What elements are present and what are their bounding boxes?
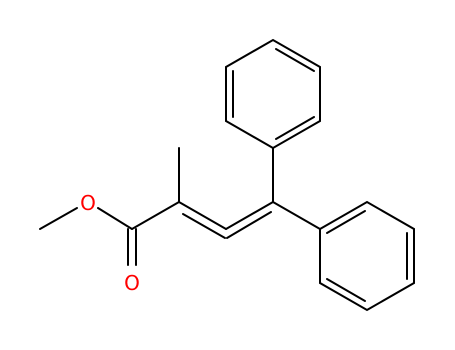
bond-alpha-beta-double-a	[178, 201, 227, 230]
bond-alpha-beta-double-b	[182, 213, 226, 239]
bond-beta-gamma-inner	[226, 211, 272, 239]
lower-phenyl-ring	[319, 200, 415, 312]
ester-oxygen-label: O	[80, 191, 96, 215]
bond-gamma-lower-phenyl	[272, 201, 321, 230]
bond-beta-gamma	[225, 201, 274, 230]
bond-methyl-oxygen	[39, 207, 78, 230]
carbonyl-oxygen-label: O	[124, 271, 140, 295]
upper-phenyl-ring	[225, 38, 321, 150]
bond-oxygen-carbonyl-carbon	[97, 207, 133, 230]
bond-carbonyl-alpha	[131, 201, 180, 230]
